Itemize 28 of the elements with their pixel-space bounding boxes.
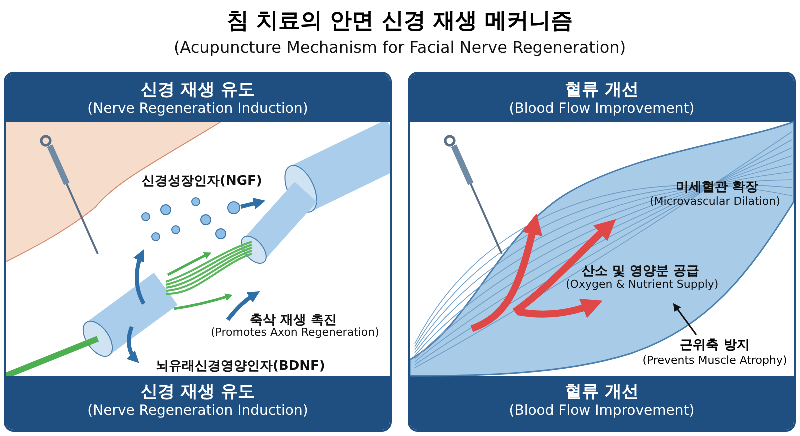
band-title: 혈류 개선 <box>565 381 639 403</box>
panel-card <box>408 72 796 432</box>
leader-arrow <box>673 303 698 336</box>
band-title: 혈류 개선 <box>565 79 639 101</box>
footer-band <box>410 376 794 430</box>
annotation-subtitle: (Promotes Axon Regeneration) <box>211 326 380 339</box>
band-subtitle: (Blood Flow Improvement) <box>509 101 695 117</box>
band-subtitle: (Nerve Regeneration Induction) <box>88 101 308 117</box>
band-subtitle: (Nerve Regeneration Induction) <box>88 403 308 419</box>
annotation-subtitle: (Oxygen & Nutrient Supply) <box>566 278 719 291</box>
annotation-label: 신경성장인자(NGF) <box>142 173 262 190</box>
annotation-title: 산소 및 영양분 공급 <box>582 263 700 280</box>
diagram-title: 침 치료의 안면 신경 재생 메커니즘 <box>226 8 574 36</box>
annotation-title: 미세혈관 확장 <box>676 179 759 196</box>
band-title: 신경 재생 유도 <box>141 79 255 101</box>
band-title: 신경 재생 유도 <box>141 381 255 403</box>
callout-subtitle: (Prevents Muscle Atrophy) <box>642 354 788 367</box>
callout-title: 근위축 방지 <box>680 337 750 354</box>
muscle-drawing <box>410 122 794 376</box>
band-subtitle: (Blood Flow Improvement) <box>509 403 695 419</box>
diagram-subtitle: (Acupuncture Mechanism for Facial Nerve Regeneration) <box>174 38 626 57</box>
annotation-subtitle: (Microvascular Dilation) <box>650 195 780 208</box>
header-band <box>6 74 390 122</box>
annotation-title: 축삭 재생 촉진 <box>250 312 338 328</box>
panel-card <box>4 72 392 432</box>
annotation-label: 뇌유래신경영양인자(BDNF) <box>156 358 326 375</box>
header-band <box>410 74 794 122</box>
footer-band <box>6 376 390 430</box>
